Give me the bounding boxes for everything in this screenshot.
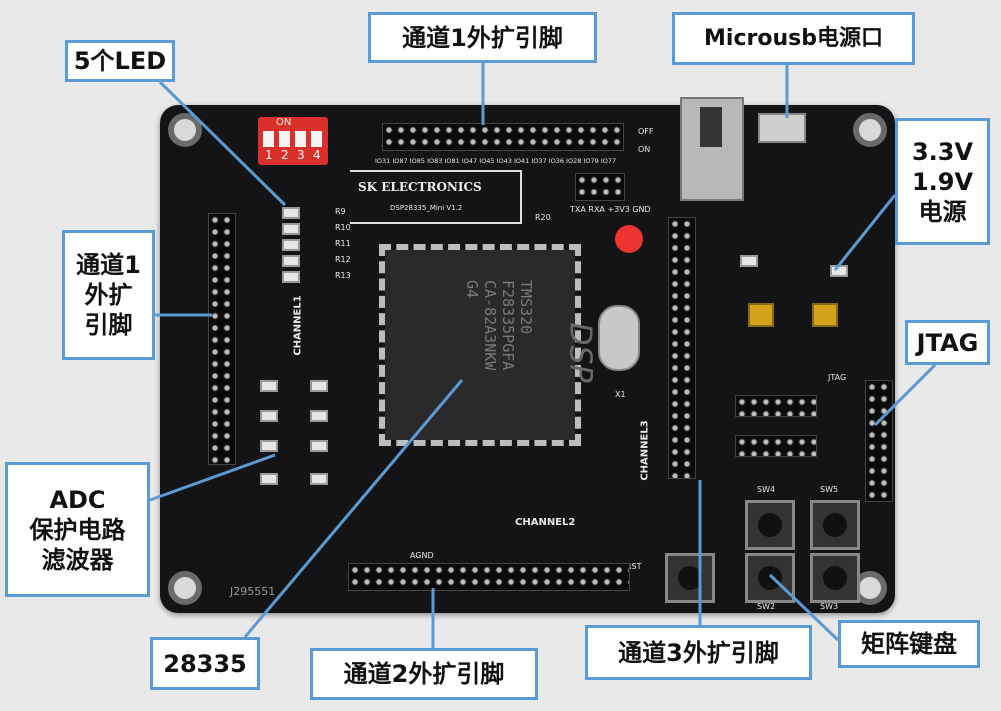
label-keypad: 矩阵键盘 xyxy=(838,620,980,668)
callout-line-adc xyxy=(149,453,276,502)
label-text: 外扩 xyxy=(84,281,133,309)
serial-label: TXA RXA +3V3 GND xyxy=(570,205,651,214)
board-model: DSP28335_Mini V1.2 xyxy=(390,204,463,212)
channel1-top-header xyxy=(382,123,624,151)
label-chip: 28335 xyxy=(150,637,260,690)
rst-label: RST xyxy=(626,562,642,571)
led-label: R9 xyxy=(335,207,346,216)
serial-number: J295551 xyxy=(230,585,276,598)
callout-line-power xyxy=(833,194,897,271)
sw-label: SW5 xyxy=(820,485,839,494)
label-text: 3.3V xyxy=(911,137,974,166)
label-adc: ADC 保护电路 滤波器 xyxy=(5,462,150,597)
label-text: Microusb电源口 xyxy=(704,25,883,51)
callout-line-led xyxy=(158,80,287,207)
key-sw5 xyxy=(810,500,860,550)
label-channel2: 通道2外扩引脚 xyxy=(310,648,538,700)
label-microusb: Microusb电源口 xyxy=(672,12,915,65)
jtag-header xyxy=(865,380,893,502)
brand-name: SK ELECTRONICS xyxy=(358,180,482,194)
crystal-x1 xyxy=(598,305,640,371)
led-label: R12 xyxy=(335,255,351,264)
mount-hole xyxy=(168,571,202,605)
key-sw2 xyxy=(745,553,795,603)
label-power: 3.3V 1.9V 电源 xyxy=(895,118,990,245)
power-header xyxy=(735,395,817,417)
label-text: 通道2外扩引脚 xyxy=(343,660,505,688)
label-channel1-top: 通道1外扩引脚 xyxy=(368,12,597,63)
r20-label: R20 xyxy=(535,213,551,222)
callout-line-chip xyxy=(243,379,464,638)
agnd-label: AGND xyxy=(410,551,434,560)
callout-line-jtag xyxy=(873,363,937,427)
label-text: 引脚 xyxy=(84,311,133,339)
key-sw4 xyxy=(745,500,795,550)
label-text: JTAG xyxy=(916,328,979,357)
sw-label: SW3 xyxy=(820,602,839,611)
dip-number: 1 xyxy=(265,148,273,162)
label-channel3: 通道3外扩引脚 xyxy=(585,625,812,680)
mount-hole xyxy=(853,113,887,147)
off-label: OFF xyxy=(638,127,654,136)
label-text: 保护电路 xyxy=(29,515,126,544)
sw-label: SW4 xyxy=(757,485,776,494)
led-label: R11 xyxy=(335,239,351,248)
reset-button xyxy=(665,553,715,603)
channel2-header xyxy=(348,563,630,591)
led-label: R13 xyxy=(335,271,351,280)
dip-number: 2 xyxy=(281,148,289,162)
on-label: ON xyxy=(638,145,651,154)
label-text: 滤波器 xyxy=(41,545,114,574)
label-text: 通道3外扩引脚 xyxy=(618,638,779,667)
dip-on-label: ON xyxy=(276,117,292,128)
channel3-header xyxy=(668,217,696,479)
label-text: 28335 xyxy=(163,649,247,678)
tms320f28335-chip: TMS320 F28335PGFA CA-82A3NKW G4 DSP xyxy=(379,244,598,446)
dip-number: 4 xyxy=(313,148,321,162)
label-text: 通道1外扩引脚 xyxy=(402,23,563,52)
label-channel1-left: 通道1 外扩 引脚 xyxy=(62,230,155,360)
power-switch xyxy=(680,97,744,201)
power-header xyxy=(735,435,817,457)
top-pin-labels: IO31 IO87 IO85 IO83 IO81 IO47 IO45 IO43 … xyxy=(375,157,617,165)
brand-logo-box: SK ELECTRONICS DSP28335_Mini V1.2 xyxy=(350,170,522,224)
channel1-left-header xyxy=(208,213,236,465)
callout-line-keypad xyxy=(768,573,840,642)
label-text: 矩阵键盘 xyxy=(861,630,957,658)
label-text: 1.9V xyxy=(911,167,974,196)
jtag-silk: JTAG xyxy=(828,373,847,382)
serial-header xyxy=(575,173,625,201)
dsp-board-photo: ON 1 2 3 4 IO31 IO87 IO85 IO83 IO81 IO47… xyxy=(160,97,895,613)
microusb-port xyxy=(758,113,806,143)
arrow-sticker xyxy=(615,225,643,253)
label-text: 通道1 xyxy=(76,251,141,279)
label-text: ADC xyxy=(49,485,106,514)
sw-label: SW2 xyxy=(757,602,776,611)
key-sw3 xyxy=(810,553,860,603)
led-label: R10 xyxy=(335,223,351,232)
label-text: 电源 xyxy=(918,197,967,226)
label-jtag: JTAG xyxy=(905,320,990,365)
channel2-silk: CHANNEL2 xyxy=(515,517,576,528)
x1-label: X1 xyxy=(615,390,626,399)
label-text: 5个LED xyxy=(73,47,167,75)
dip-number: 3 xyxy=(297,148,305,162)
dip-switch: ON 1 2 3 4 xyxy=(258,117,328,165)
label-led: 5个LED xyxy=(65,40,175,82)
